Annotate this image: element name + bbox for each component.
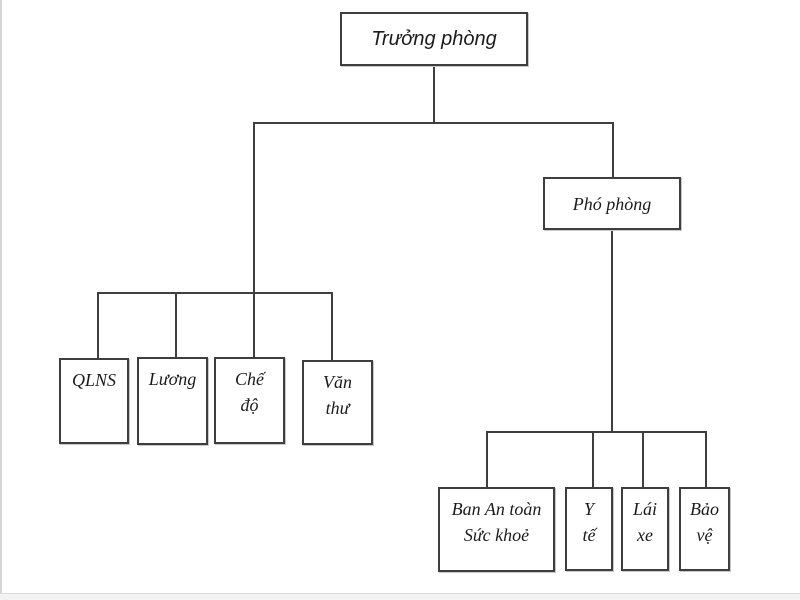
connector-stub-lai-xe [642, 431, 644, 489]
node-luong: Lương [137, 357, 208, 445]
connector-stub-van-thu [331, 292, 333, 362]
node-bao-ve: Bảo vệ [679, 487, 730, 571]
connector-root-trunk [433, 64, 435, 124]
connector-deputy-lower-trunk [611, 229, 613, 433]
node-lai-xe: Lái xe [621, 487, 669, 571]
connector-left-trunk [253, 122, 255, 359]
node-truong-phong-label: Trưởng phòng [371, 28, 497, 50]
node-y-te-label-line2: tế [582, 525, 596, 545]
node-ban-an-toan-label-line1: Ban An toàn [451, 499, 542, 519]
node-van-thu-label-line1: Văn [323, 372, 352, 392]
node-qlns: QLNS [59, 358, 129, 444]
connector-stub-qlns [97, 292, 99, 360]
node-che-do: Chế độ [214, 357, 285, 444]
connector-stub-ban-an-toan [486, 431, 488, 489]
node-lai-xe-label-line1: Lái [632, 499, 657, 519]
connector-main-horizontal [253, 122, 614, 124]
connector-right-horizontal [486, 431, 707, 433]
node-van-thu: Văn thư [302, 360, 373, 445]
connector-left-horizontal [97, 292, 333, 294]
node-ban-an-toan-label-line2: Sức khoẻ [463, 525, 530, 545]
node-che-do-label-line1: Chế [235, 369, 264, 389]
connector-stub-luong [175, 292, 177, 359]
node-bao-ve-label-line2: vệ [696, 525, 713, 545]
connector-stub-y-te [592, 431, 594, 489]
node-pho-phong-label: Phó phòng [572, 193, 652, 214]
window-edge-bottom [0, 593, 800, 600]
node-luong-label: Lương [148, 369, 197, 389]
node-qlns-label: QLNS [71, 370, 116, 390]
node-ban-an-toan-suc-khoe: Ban An toàn Sức khoẻ [438, 487, 555, 572]
node-che-do-label-line2: độ [240, 395, 259, 415]
connector-stub-bao-ve [705, 431, 707, 489]
window-edge-left [0, 0, 2, 600]
node-bao-ve-label-line1: Bảo [690, 499, 719, 519]
node-truong-phong: Trưởng phòng [340, 12, 528, 66]
node-van-thu-label-line2: thư [325, 398, 350, 418]
node-y-te-label-line1: Y [583, 499, 594, 519]
node-pho-phong: Phó phòng [543, 177, 681, 230]
node-y-te: Y tế [565, 487, 613, 571]
connector-deputy-trunk [612, 122, 614, 179]
node-lai-xe-label-line2: xe [637, 525, 653, 545]
